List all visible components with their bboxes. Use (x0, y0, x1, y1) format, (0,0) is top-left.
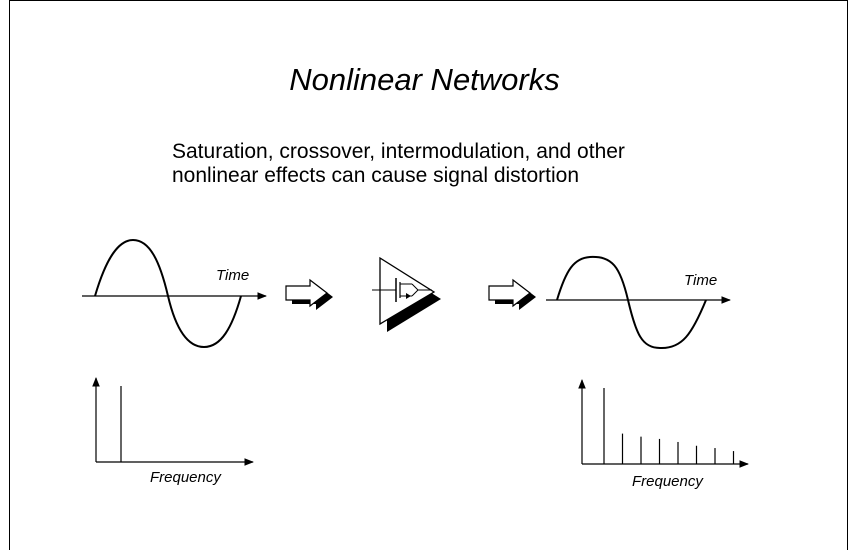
slide-frame (9, 0, 848, 550)
input-waveform: Time (82, 238, 267, 349)
input-time-label: Time (216, 267, 249, 284)
output-frequency-label: Frequency (632, 473, 704, 490)
input-frequency-label: Frequency (150, 469, 222, 486)
subtitle-line-1: Saturation, crossover, intermodulation, … (172, 140, 625, 163)
output-waveform: Time (546, 255, 731, 350)
slide-title: Nonlinear Networks (289, 62, 560, 97)
block-arrow-1 (285, 278, 333, 310)
output-distorted-curve (556, 255, 707, 350)
slide-subtitle: Saturation, crossover, intermodulation, … (172, 140, 625, 188)
input-sine-curve (94, 238, 242, 349)
output-spectrum: Frequency (578, 379, 749, 490)
input-spectrum: Frequency (92, 377, 254, 486)
subtitle-line-2: nonlinear effects can cause signal disto… (172, 164, 580, 187)
amplifier-symbol (372, 256, 441, 332)
output-time-label: Time (684, 272, 717, 289)
block-arrow-2 (488, 278, 536, 310)
